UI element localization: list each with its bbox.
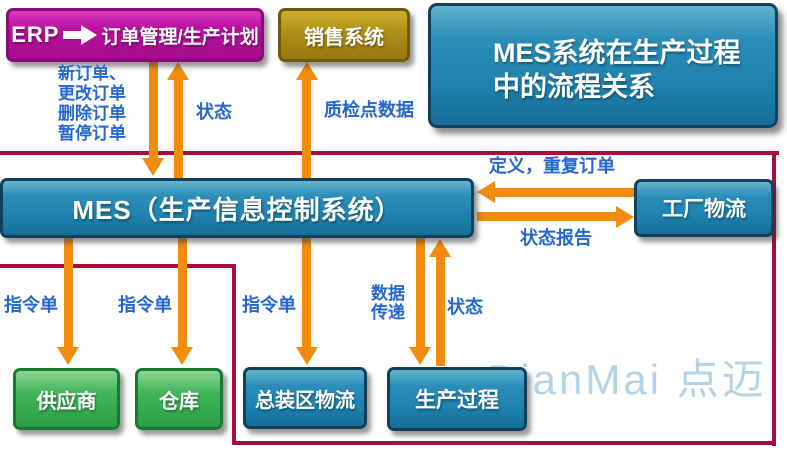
label-data-transfer: 数据 传递 [371, 284, 405, 322]
node-mes: MES（生产信息控制系统） [0, 178, 474, 238]
label-status-from-production: 状态 [447, 297, 483, 317]
label-quality-check-data: 质检点数据 [324, 100, 414, 120]
supplier-label: 供应商 [36, 390, 97, 413]
sales-system-label: 销售系统 [304, 26, 384, 49]
boundary-right-line [772, 151, 776, 446]
label-status-to-erp: 状态 [196, 102, 232, 122]
node-warehouse: 仓库 [135, 368, 223, 430]
label-dispatch-order-supplier: 指令单 [4, 295, 58, 315]
assembly-logistics-label: 总装区物流 [255, 389, 355, 412]
label-dispatch-order-assembly: 指令单 [242, 295, 296, 315]
boundary-inner-vertical-line [232, 264, 236, 445]
diagram-title-box: MES系统在生产过程 中的流程关系 [428, 3, 778, 128]
node-erp: ERP 订单管理/生产计划 [6, 8, 264, 62]
mes-label: MES（生产信息控制系统） [72, 194, 402, 225]
label-define-repeat-order: 定义，重复订单 [489, 156, 615, 176]
production-process-label: 生产过程 [415, 389, 499, 412]
factory-logistics-label: 工厂物流 [662, 198, 746, 221]
label-order-operations: 新订单、 更改订单 删除订单 暂停订单 [58, 64, 126, 143]
boundary-inner-horizontal-line [0, 264, 236, 268]
node-sales-system: 销售系统 [278, 8, 410, 62]
warehouse-label: 仓库 [159, 390, 199, 413]
node-supplier: 供应商 [13, 368, 120, 430]
node-production-process: 生产过程 [387, 367, 527, 431]
label-dispatch-order-warehouse: 指令单 [118, 295, 172, 315]
erp-sub-label: 订单管理/生产计划 [101, 26, 259, 48]
node-assembly-logistics: 总装区物流 [243, 367, 367, 429]
diagram-title-line2: 中的流程关系 [493, 72, 655, 102]
watermark-text: DianMai 点迈 [487, 356, 767, 403]
erp-label: ERP [11, 22, 60, 47]
boundary-top-line [0, 151, 779, 155]
label-status-report: 状态报告 [520, 228, 592, 248]
diagram-title-line1: MES系统在生产过程 [493, 38, 741, 68]
boundary-bottom-line [232, 441, 776, 445]
node-factory-logistics: 工厂物流 [634, 179, 774, 237]
right-arrow-icon [63, 25, 98, 45]
